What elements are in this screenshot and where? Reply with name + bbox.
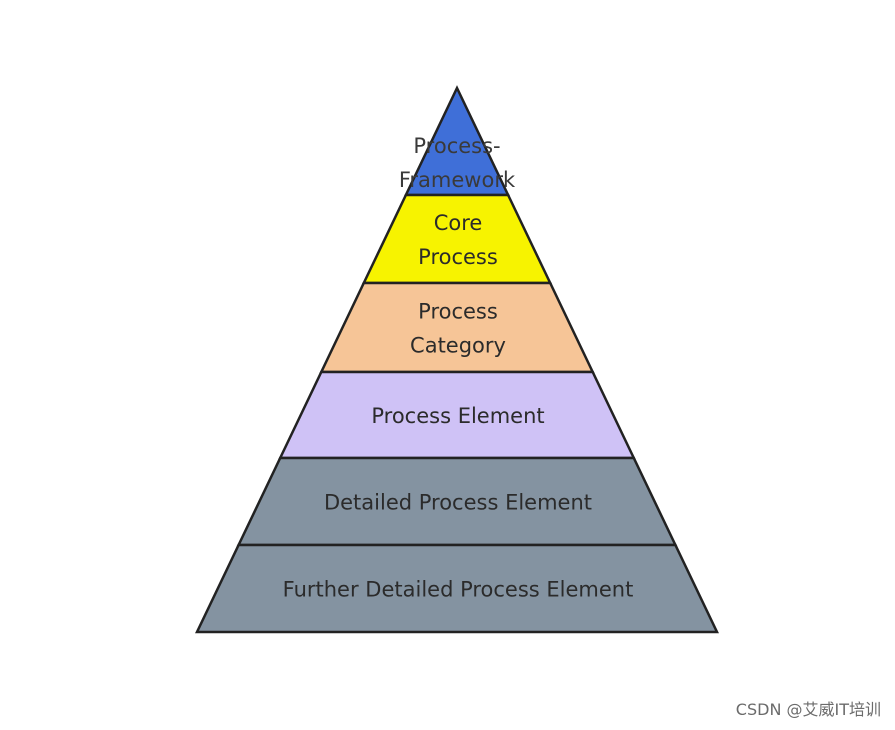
tier-process-element-label-line: Process Element	[371, 404, 544, 428]
tier-process-category-label-line: Category	[410, 334, 506, 358]
tier-core-process	[361, 193, 553, 285]
tier-further-detailed-process-element-label-line: Further Detailed Process Element	[283, 578, 634, 602]
tier-process-framework-label-line: Framework	[399, 168, 516, 192]
tier-further-detailed-process-element-label: Further Detailed Process Element	[283, 578, 634, 602]
tier-detailed-process-element-label: Detailed Process Element	[324, 491, 592, 515]
tier-process-element-label: Process Element	[371, 404, 544, 428]
tier-core-process-label-line: Process	[418, 245, 498, 269]
csdn-watermark: CSDN @艾威IT培训	[735, 700, 881, 719]
tier-further-detailed-process-element	[195, 543, 719, 634]
tier-process-framework-label-line: Process-	[413, 134, 500, 158]
tier-detailed-process-element-label-line: Detailed Process Element	[324, 491, 592, 515]
tier-process-category-label-line: Process	[418, 300, 498, 324]
pyramid-tiers	[195, 85, 719, 634]
tier-process-framework-label: Process- Framework	[399, 134, 516, 192]
tier-core-process-label-line: Core	[434, 211, 483, 235]
tier-process-category	[319, 281, 595, 374]
